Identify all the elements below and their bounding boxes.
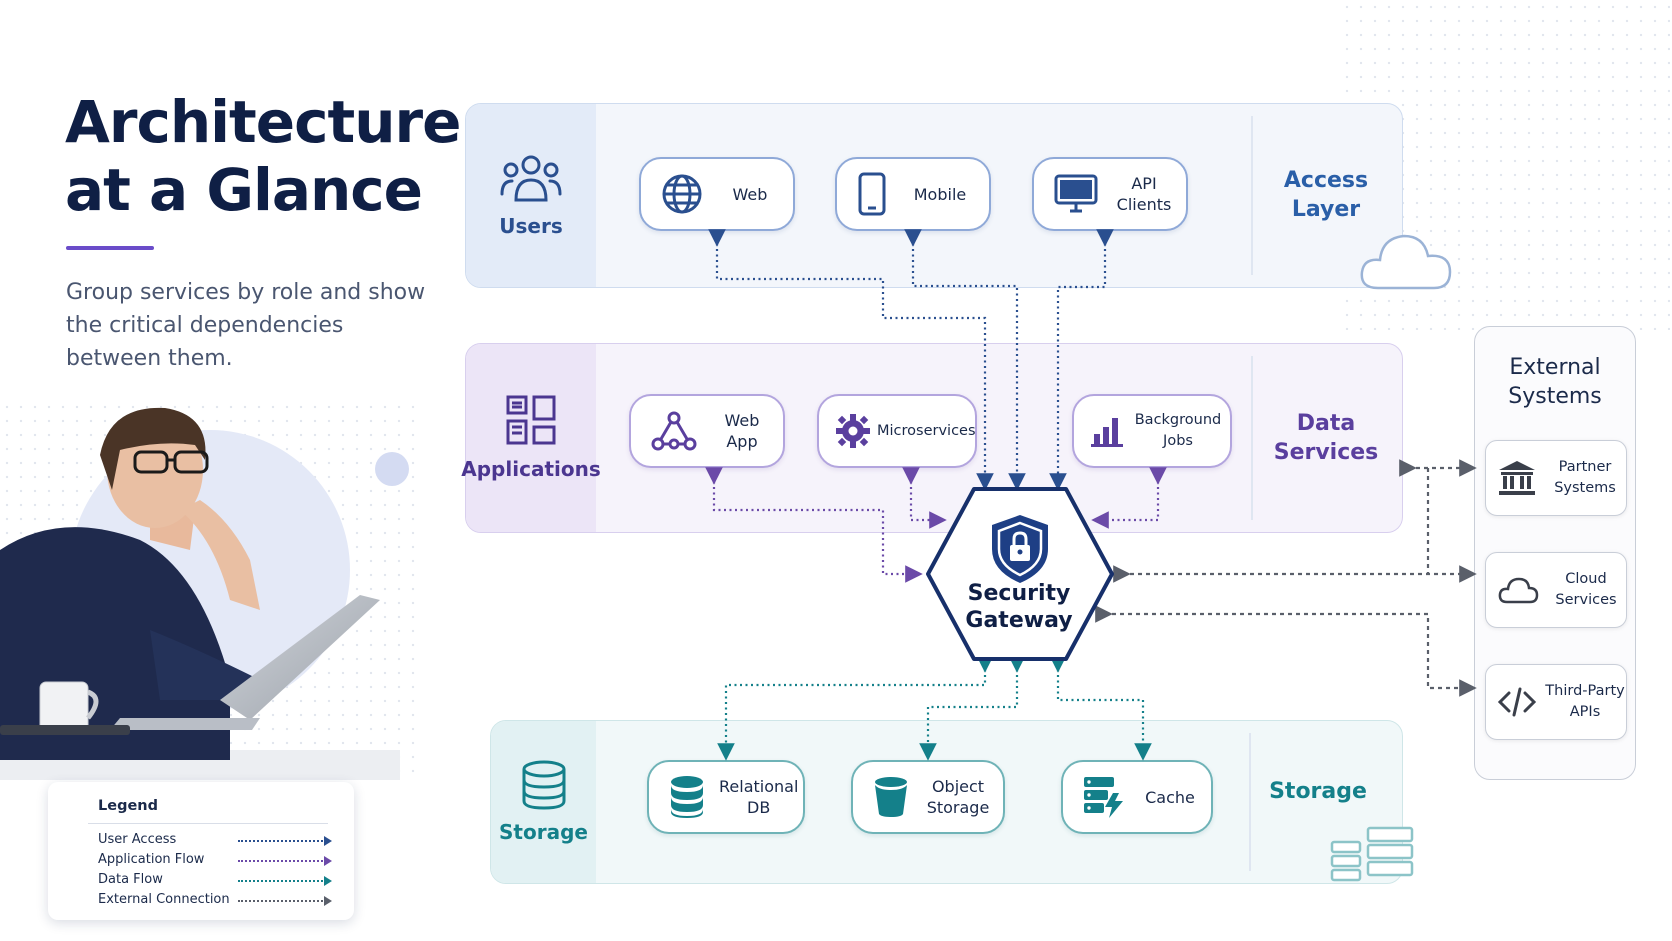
bank-icon <box>1499 461 1535 495</box>
mobile-node-label: Mobile <box>913 184 967 204</box>
legend-arrow-external-connection <box>324 896 332 906</box>
background-jobs-node-label: Background Jobs <box>1134 412 1222 449</box>
partner-systems-label: Partner Systems <box>1554 459 1616 496</box>
access-layer-side-panel: Users <box>466 104 596 287</box>
database-icon <box>671 776 703 818</box>
security-gateway-hexagon[interactable] <box>926 487 1114 661</box>
cloud-services-label: Cloud Services <box>1555 571 1617 608</box>
access-layer-side-label: Users <box>499 213 563 238</box>
legend-arrow-user-access <box>324 836 332 846</box>
mobile-node[interactable]: Mobile <box>835 157 991 231</box>
legend-title: Legend <box>98 798 158 814</box>
third-party-apis-node[interactable]: Third-Party APIs <box>1485 664 1627 740</box>
legend-line-data-flow <box>238 880 326 882</box>
external-systems-panel: External Systems Partner Systems Cloud S… <box>1474 326 1636 780</box>
cache-node-label: Cache <box>1145 787 1195 807</box>
cloud-icon <box>1498 577 1539 604</box>
bucket-icon <box>875 777 907 817</box>
server-rack-decoration-icon <box>1330 826 1414 882</box>
legend-item-user-access: User Access <box>98 832 177 847</box>
api-clients-node-label: API Clients <box>1116 174 1172 214</box>
legend-item-application-flow: Application Flow <box>98 852 205 867</box>
external-systems-title: External Systems <box>1508 355 1602 409</box>
legend: Legend User Access Application Flow Data… <box>48 782 354 920</box>
security-gateway-label: Security Gateway <box>965 581 1073 633</box>
storage-layer-label: Storage <box>1269 779 1367 804</box>
page-subtitle: Group services by role and show the crit… <box>66 280 426 371</box>
legend-arrow-data-flow <box>324 876 332 886</box>
decorative-dot <box>375 452 409 486</box>
globe-icon <box>662 174 702 214</box>
monitor-icon <box>1054 174 1098 213</box>
api-clients-node[interactable]: API Clients <box>1032 157 1188 231</box>
legend-line-application-flow <box>238 860 326 862</box>
shield-lock-icon <box>992 515 1048 583</box>
partner-systems-node[interactable]: Partner Systems <box>1485 440 1627 516</box>
microservices-node[interactable]: Microservices <box>817 394 977 468</box>
legend-item-data-flow: Data Flow <box>98 872 163 887</box>
applications-layer-side-panel: Applications <box>461 344 601 532</box>
relational-db-node-label: Relational DB <box>719 777 799 817</box>
background-jobs-node[interactable]: Background Jobs <box>1072 394 1232 468</box>
object-storage-node-label: Object Storage <box>926 777 990 817</box>
access-layer-divider <box>1251 116 1253 275</box>
bar-chart-icon <box>1091 418 1123 447</box>
storage-layer-side-label: Storage <box>499 820 588 844</box>
server-bolt-icon <box>1084 777 1123 818</box>
cache-node[interactable]: Cache <box>1061 760 1213 834</box>
gear-icon <box>836 414 870 448</box>
network-icon <box>651 411 697 451</box>
legend-item-external-connection: External Connection <box>98 892 230 907</box>
applications-layer-side-label: Applications <box>461 457 601 481</box>
smartphone-icon <box>858 172 886 216</box>
access-layer-label: Access Layer <box>1283 168 1369 222</box>
web-app-node-label: Web App <box>724 411 760 451</box>
gateway-to-third-party-apis-line <box>1095 605 1477 697</box>
legend-arrow-application-flow <box>324 856 332 866</box>
page-title: Architecture at a Glance <box>65 88 461 224</box>
database-icon <box>522 760 565 810</box>
data-services-label: Data Services <box>1273 411 1379 465</box>
users-icon <box>500 155 562 201</box>
relational-db-node[interactable]: Relational DB <box>647 760 805 834</box>
legend-line-user-access <box>238 840 326 842</box>
microservices-node-label: Microservices <box>877 422 976 439</box>
grid-layout-icon <box>506 395 556 445</box>
storage-layer-divider <box>1249 733 1251 871</box>
title-underline <box>66 246 154 250</box>
web-app-node[interactable]: Web App <box>629 394 785 468</box>
object-storage-node[interactable]: Object Storage <box>851 760 1005 834</box>
cloud-decoration-icon <box>1360 234 1452 290</box>
legend-divider <box>88 823 328 824</box>
person-with-laptop-illustration <box>0 407 400 780</box>
cloud-services-node[interactable]: Cloud Services <box>1485 552 1627 628</box>
storage-layer-side-panel: Storage <box>491 721 596 883</box>
code-icon <box>1497 687 1537 717</box>
web-node-label: Web <box>732 184 768 204</box>
third-party-apis-label: Third-Party APIs <box>1545 683 1625 720</box>
legend-line-external-connection <box>238 900 326 902</box>
applications-layer-divider <box>1251 356 1253 520</box>
web-node[interactable]: Web <box>639 157 795 231</box>
